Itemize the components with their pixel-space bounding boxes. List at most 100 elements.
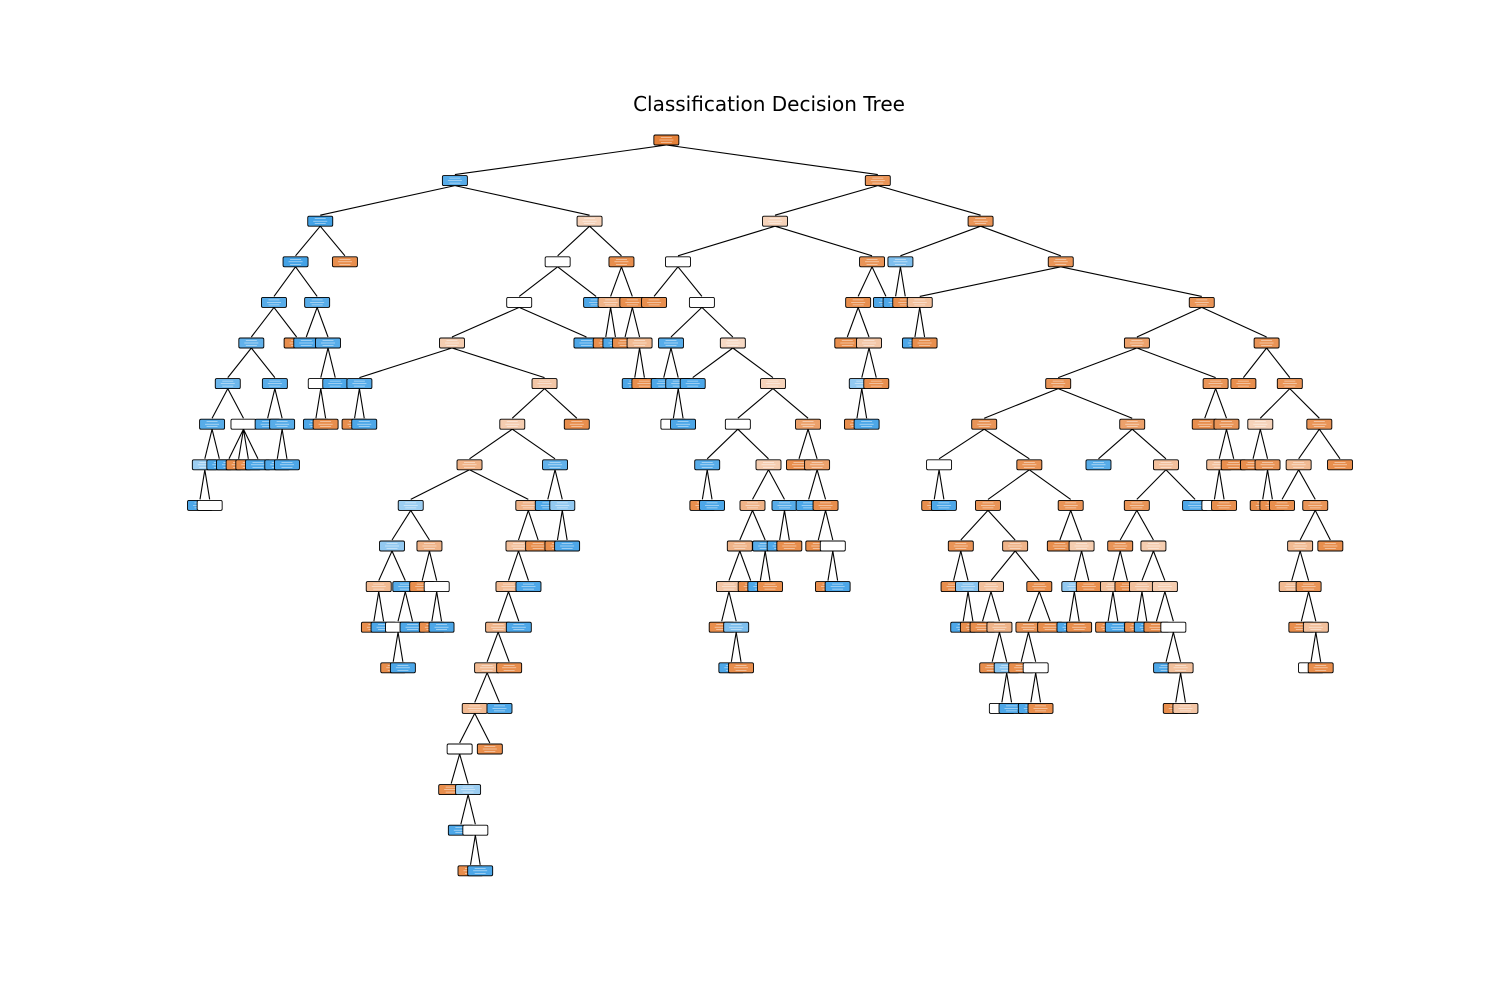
tree-edge: [1073, 550, 1083, 581]
leaf-node: [679, 378, 706, 390]
split-node: [1047, 256, 1074, 268]
tree-edge: [1281, 469, 1300, 500]
tree-edge: [983, 388, 1059, 419]
tree-edge: [1068, 591, 1075, 622]
tree-edge: [204, 469, 211, 500]
tree-edge: [666, 144, 878, 176]
tree-edge: [737, 428, 769, 460]
tree-edge: [273, 266, 296, 297]
tree-edge: [305, 307, 318, 338]
tree-edge: [1136, 510, 1154, 541]
tree-edge: [768, 469, 785, 500]
tree-edge: [391, 550, 406, 581]
split-node: [1247, 418, 1274, 430]
tree-edge: [798, 429, 809, 459]
tree-edge: [227, 347, 252, 378]
split-node: [726, 540, 753, 552]
split-node: [608, 256, 635, 268]
tree-edge: [663, 347, 672, 378]
tree-edge: [1035, 672, 1042, 703]
tree-edge: [772, 388, 809, 419]
tree-edge: [204, 429, 213, 459]
tree-edge: [507, 550, 519, 581]
tree-edge: [1136, 469, 1167, 500]
tree-edge: [670, 347, 679, 378]
tree-edge: [378, 550, 393, 581]
leaf-node: [834, 337, 861, 349]
tree-edge: [861, 347, 870, 378]
split-node: [416, 540, 443, 552]
tree-edge: [759, 550, 766, 581]
leaf-node: [1269, 499, 1295, 511]
split-node: [346, 378, 373, 390]
tree-edge: [1299, 510, 1316, 541]
split-node: [1302, 621, 1329, 633]
leaf-node: [515, 581, 542, 593]
leaf-node: [998, 702, 1025, 714]
split-node: [441, 175, 468, 187]
tree-edge: [1119, 550, 1128, 581]
tree-edge: [861, 388, 868, 419]
tree-edge: [397, 591, 406, 622]
split-node: [1151, 581, 1178, 593]
tree-edge: [281, 429, 288, 459]
leaf-node: [1066, 621, 1093, 633]
split-node: [506, 296, 533, 308]
split-node: [456, 459, 483, 471]
tree-edge: [554, 469, 563, 500]
leaf-node: [776, 540, 803, 552]
split-node: [978, 581, 1004, 593]
tree-edge: [518, 266, 558, 297]
leaf-node: [322, 378, 349, 390]
tree-edge: [436, 591, 443, 622]
leaf-node: [1191, 418, 1218, 430]
split-node: [261, 378, 288, 390]
tree-edge: [511, 428, 556, 460]
tree-edge: [469, 469, 529, 500]
leaf-node: [641, 296, 668, 308]
split-node: [845, 296, 872, 308]
tree-edges: [199, 144, 1341, 865]
tree-edge: [610, 266, 622, 297]
tree-edge: [1081, 550, 1090, 581]
split-node: [887, 256, 914, 268]
tree-edge: [779, 510, 786, 541]
tree-edge: [960, 510, 989, 541]
split-node: [531, 378, 558, 390]
tree-edge: [410, 469, 470, 500]
split-node: [967, 215, 994, 227]
split-node: [461, 702, 488, 714]
leaf-node: [293, 337, 320, 349]
tree-edge: [832, 550, 839, 581]
tree-edge: [295, 266, 318, 297]
tree-edge: [670, 307, 703, 338]
leaf-node: [1172, 702, 1199, 714]
tree-edge: [518, 306, 587, 338]
tree-edge: [1225, 429, 1235, 459]
tree-edge: [561, 510, 568, 541]
tree-edge: [211, 388, 229, 419]
split-node: [199, 418, 226, 430]
tree-edge: [1058, 388, 1133, 419]
tree-edge: [517, 550, 529, 581]
tree-edge: [846, 307, 859, 338]
split-node: [626, 337, 653, 349]
tree-edge: [274, 388, 283, 419]
tree-edge: [620, 266, 633, 297]
tree-edge: [1030, 672, 1037, 703]
leaf-node: [863, 378, 890, 390]
leaf-node: [245, 459, 271, 471]
tree-edge: [556, 510, 563, 541]
split-node: [282, 256, 309, 268]
tree-edge: [1315, 632, 1322, 662]
tree-edge: [857, 307, 870, 338]
tree-edge: [451, 347, 545, 379]
tree-edge: [228, 428, 244, 460]
split-node: [474, 662, 501, 674]
leaf-node: [1317, 540, 1344, 552]
tree-edge: [354, 388, 360, 419]
tree-edge: [211, 429, 220, 459]
tree-edge: [1027, 632, 1037, 662]
tree-edge: [1175, 672, 1182, 703]
